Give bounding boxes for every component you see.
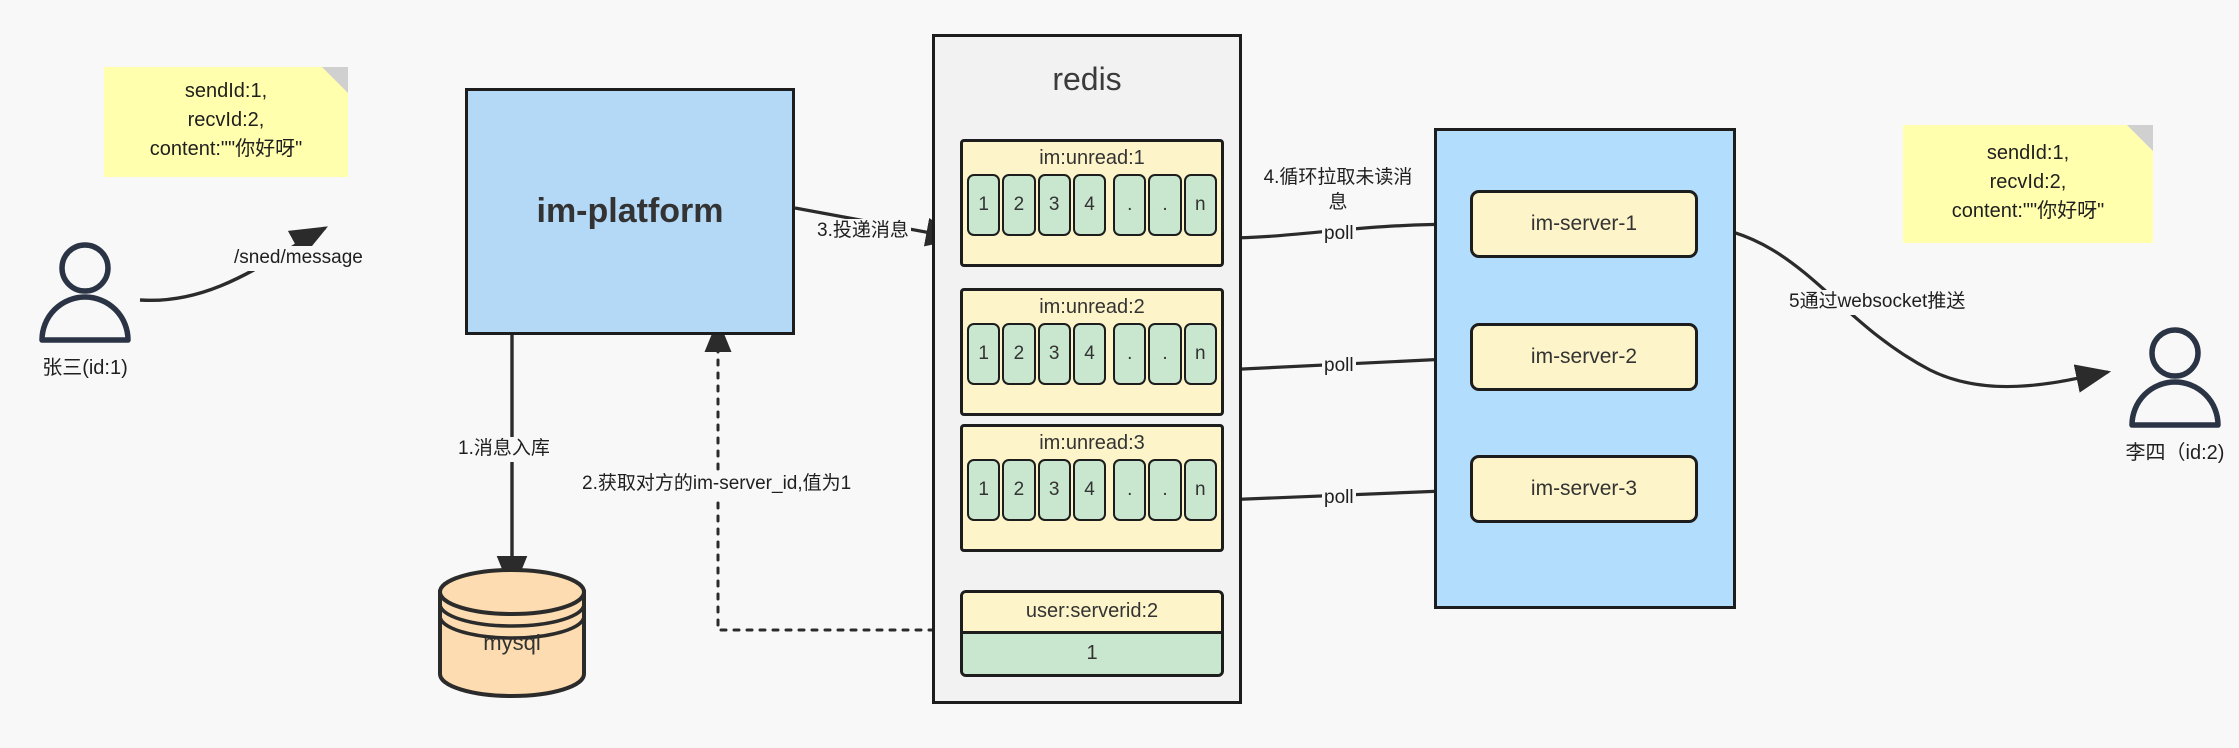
edge-label-step1: 1.消息入库 <box>456 437 552 462</box>
sender-message-note: sendId:1, recvId:2, content:""你好呀" <box>104 67 348 177</box>
sender-note-text: sendId:1, recvId:2, content:""你好呀" <box>149 79 303 160</box>
kv-value-label: 1 <box>963 634 1221 674</box>
queue-cell: 2 <box>1002 323 1036 385</box>
actor-sender-label: 张三(id:1) <box>42 357 128 379</box>
edge-label-poll-3: poll <box>1322 486 1356 511</box>
user-icon <box>39 242 131 343</box>
edge-label-step4: 4.循环拉取未读消 息 <box>1258 166 1418 216</box>
queue-cell: n <box>1183 323 1217 385</box>
user-icon <box>2129 327 2221 428</box>
queue-cell: 2 <box>1002 174 1036 236</box>
queue-cells: 1 2 3 4 . . n <box>963 174 1221 240</box>
redis-queue-im-unread-3[interactable]: im:unread:3 1 2 3 4 . . n <box>960 424 1224 552</box>
redis-queue-im-unread-1[interactable]: im:unread:1 1 2 3 4 . . n <box>960 139 1224 267</box>
actor-receiver[interactable]: 李四（id:2) <box>2110 325 2239 465</box>
actor-receiver-label: 李四（id:2) <box>2125 442 2225 464</box>
edge-label-send-message: /sned/message <box>232 246 365 271</box>
redis-title: redis <box>1052 61 1122 97</box>
queue-cell: . <box>1113 459 1147 521</box>
queue-cell: . <box>1113 323 1147 385</box>
queue-cell: 2 <box>1002 459 1036 521</box>
im-server-3-box[interactable]: im-server-3 <box>1470 455 1698 523</box>
queue-cell: . <box>1148 323 1182 385</box>
mysql-database[interactable]: mysql <box>432 568 592 698</box>
queue-cell: 3 <box>1037 174 1071 236</box>
im-server-1-box[interactable]: im-server-1 <box>1470 190 1698 258</box>
queue-cell: 1 <box>967 459 1001 521</box>
mysql-label: mysql <box>483 630 541 655</box>
note-fold-icon <box>2127 125 2153 151</box>
queue-cell: . <box>1148 174 1182 236</box>
kv-key-label: user:serverid:2 <box>963 593 1221 634</box>
queue-cell: 4 <box>1072 174 1107 236</box>
database-cylinder-icon <box>438 568 586 698</box>
queue-cells: 1 2 3 4 . . n <box>963 459 1221 525</box>
queue-cell: n <box>1183 174 1217 236</box>
queue-cell: n <box>1183 459 1217 521</box>
queue-key-label: im:unread:1 <box>1039 147 1145 169</box>
queue-cell: 4 <box>1072 323 1107 385</box>
edge-label-step2: 2.获取对方的im-server_id,值为1 <box>580 472 854 497</box>
edge-label-poll-1: poll <box>1322 222 1356 247</box>
queue-cell: 1 <box>967 323 1001 385</box>
edge-label-step3: 3.投递消息 <box>815 219 911 244</box>
queue-cell: 3 <box>1037 459 1071 521</box>
receiver-note-text: sendId:1, recvId:2, content:""你好呀" <box>1951 141 2105 222</box>
actor-sender[interactable]: 张三(id:1) <box>20 240 150 380</box>
edge-label-step5: 5通过websocket推送 <box>1787 290 1968 315</box>
edge-label-poll-2: poll <box>1322 354 1356 379</box>
queue-cell: 4 <box>1072 459 1107 521</box>
queue-key-label: im:unread:3 <box>1039 432 1145 454</box>
queue-cell: 3 <box>1037 323 1071 385</box>
receiver-message-note: sendId:1, recvId:2, content:""你好呀" <box>1903 125 2153 243</box>
im-platform-box[interactable]: im-platform <box>465 88 795 335</box>
queue-key-label: im:unread:2 <box>1039 296 1145 318</box>
im-server-2-box[interactable]: im-server-2 <box>1470 323 1698 391</box>
queue-cell: 1 <box>967 174 1001 236</box>
redis-queue-im-unread-2[interactable]: im:unread:2 1 2 3 4 . . n <box>960 288 1224 416</box>
note-fold-icon <box>322 67 348 93</box>
redis-kv-user-serverid[interactable]: user:serverid:2 1 <box>960 590 1224 677</box>
im-platform-label: im-platform <box>536 192 724 230</box>
queue-cell: . <box>1148 459 1182 521</box>
queue-cells: 1 2 3 4 . . n <box>963 323 1221 389</box>
queue-cell: . <box>1113 174 1147 236</box>
